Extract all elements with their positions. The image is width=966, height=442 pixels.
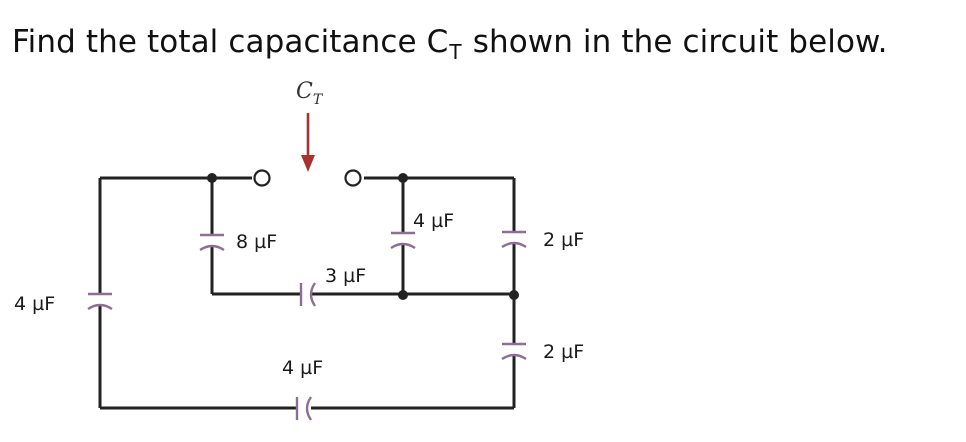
- right-terminal: [344, 169, 362, 187]
- capacitor-3uF: [299, 282, 317, 307]
- question-text: Find the total capacitance CT shown in t…: [12, 24, 888, 64]
- label-3uF: 3 µF: [325, 265, 366, 287]
- label-bottom-4uF: 4 µF: [282, 357, 323, 379]
- label-8uF: 8 µF: [236, 231, 277, 253]
- capacitor-8uF: [199, 233, 225, 252]
- label-left-4uF: 4 µF: [14, 293, 55, 315]
- inner-network: [210, 178, 514, 296]
- label-bottom-2uF: 2 µF: [543, 341, 584, 363]
- junction-dots: [207, 173, 519, 300]
- capacitor-top-2uF: [501, 230, 527, 249]
- left-terminal: [253, 169, 271, 187]
- capacitor-upper-4uF: [390, 231, 416, 250]
- capacitor-bottom-2uF: [501, 342, 527, 361]
- outer-loop: [98, 176, 516, 410]
- down-arrow-icon: [301, 155, 315, 172]
- total-capacitance-label: CT: [296, 79, 324, 108]
- question-suffix: shown in the circuit below.: [462, 24, 888, 60]
- capacitor-bottom-4uF: [295, 396, 313, 421]
- capacitor-left-4uF: [87, 292, 113, 311]
- question-subscript: T: [449, 40, 462, 64]
- label-upper-4uF: 4 µF: [413, 210, 454, 232]
- question-prefix: Find the total capacitance C: [12, 24, 449, 60]
- label-top-2uF: 2 µF: [543, 229, 584, 251]
